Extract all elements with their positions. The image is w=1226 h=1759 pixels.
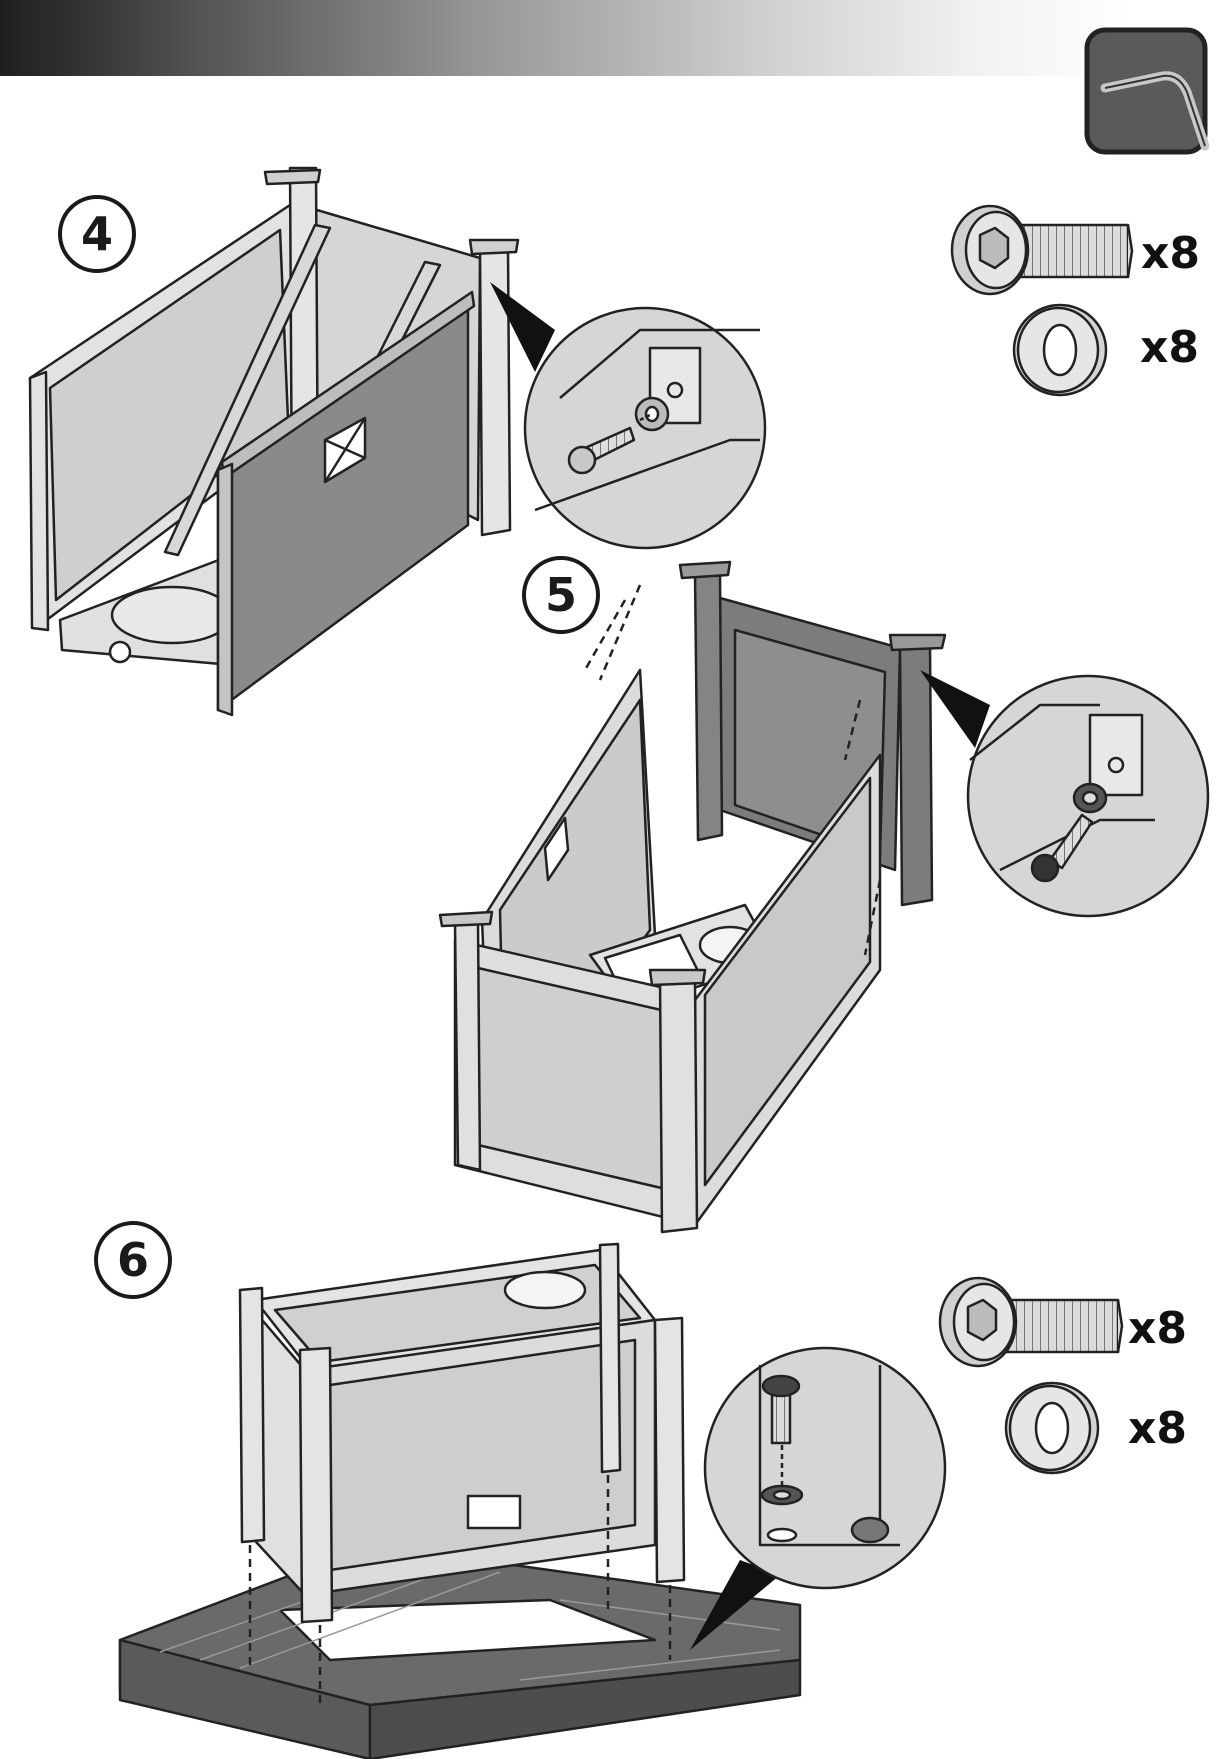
- step-6-bolt-qty: x8: [1128, 1303, 1187, 1354]
- step-6-bolt-icon: [938, 1276, 1124, 1368]
- step-4-bolt-icon: [950, 204, 1134, 296]
- step-4-bolt-qty: x8: [1141, 228, 1200, 279]
- step-6-planter-frame: [238, 1242, 686, 1705]
- step-4-washer-qty: x8: [1140, 322, 1199, 373]
- step-4-planter-frame: [28, 166, 520, 717]
- step-6-washer-icon: [1004, 1381, 1100, 1475]
- step-6-number: 6: [94, 1221, 172, 1299]
- step-4-washer-icon: [1012, 303, 1108, 397]
- step-5-planter-frame: [438, 560, 947, 1234]
- step-6-detail-callout: [690, 1346, 947, 1650]
- header-gradient-bar: [0, 0, 1226, 76]
- step-4-number: 4: [58, 195, 136, 273]
- step-6-slatted-base: [118, 1543, 802, 1759]
- step-5-number: 5: [522, 556, 600, 634]
- step-6-washer-qty: x8: [1128, 1403, 1187, 1454]
- step-4-detail-callout: [490, 282, 767, 550]
- hex-key-icon: [1084, 27, 1209, 155]
- step-5-detail-callout: [920, 670, 1210, 918]
